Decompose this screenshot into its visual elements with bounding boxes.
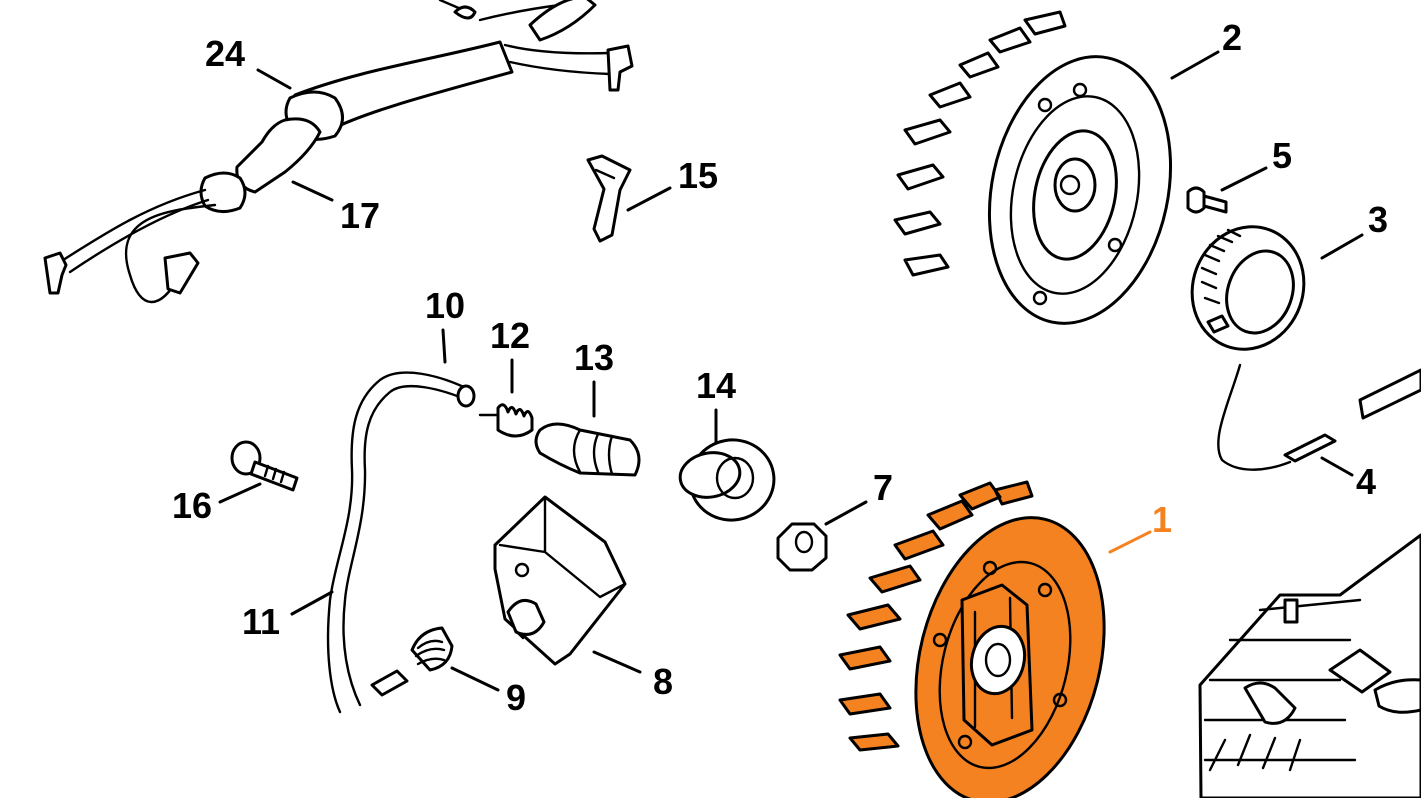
callout-9: 9 <box>506 677 526 718</box>
callout-24: 24 <box>205 33 245 74</box>
callout-13: 13 <box>574 337 614 378</box>
callout-3: 3 <box>1368 199 1388 240</box>
callout-15: 15 <box>678 155 718 196</box>
part-12-spring[interactable] <box>478 403 534 438</box>
part-7-nut[interactable] <box>776 522 828 572</box>
engine-cylinder-fragment <box>1198 533 1421 798</box>
part-3-coil[interactable] <box>1175 211 1321 365</box>
part-2-flywheel[interactable] <box>893 10 1194 340</box>
part-5-screw[interactable] <box>1186 186 1228 214</box>
callout-1-highlighted: 1 <box>1152 499 1172 540</box>
callout-8: 8 <box>653 661 673 702</box>
callout-17: 17 <box>340 195 380 236</box>
callout-2: 2 <box>1222 17 1242 58</box>
part-4-coil-lead <box>1217 363 1292 471</box>
part-15-contact-spring[interactable] <box>586 154 632 243</box>
part-13-contact[interactable] <box>534 422 641 477</box>
shaft-fragment <box>1358 368 1421 420</box>
part-14-bushing[interactable] <box>677 433 781 526</box>
callout-16: 16 <box>172 485 212 526</box>
callout-10: 10 <box>425 285 465 326</box>
part-10-11-short-circuit-wire[interactable] <box>326 371 476 714</box>
callout-14: 14 <box>696 365 736 406</box>
callout-4: 4 <box>1356 461 1376 502</box>
part-1-flywheel[interactable] <box>838 480 1132 798</box>
callout-11: 11 <box>242 601 280 642</box>
part-16-screw[interactable] <box>230 440 299 492</box>
part-9-sleeve[interactable] <box>410 626 454 672</box>
callout-5: 5 <box>1272 135 1292 176</box>
part-24-ignition-lead[interactable] <box>43 0 634 304</box>
callout-7: 7 <box>873 467 893 508</box>
callout-12: 12 <box>490 315 530 356</box>
part-8-ignition-module[interactable] <box>493 495 627 666</box>
